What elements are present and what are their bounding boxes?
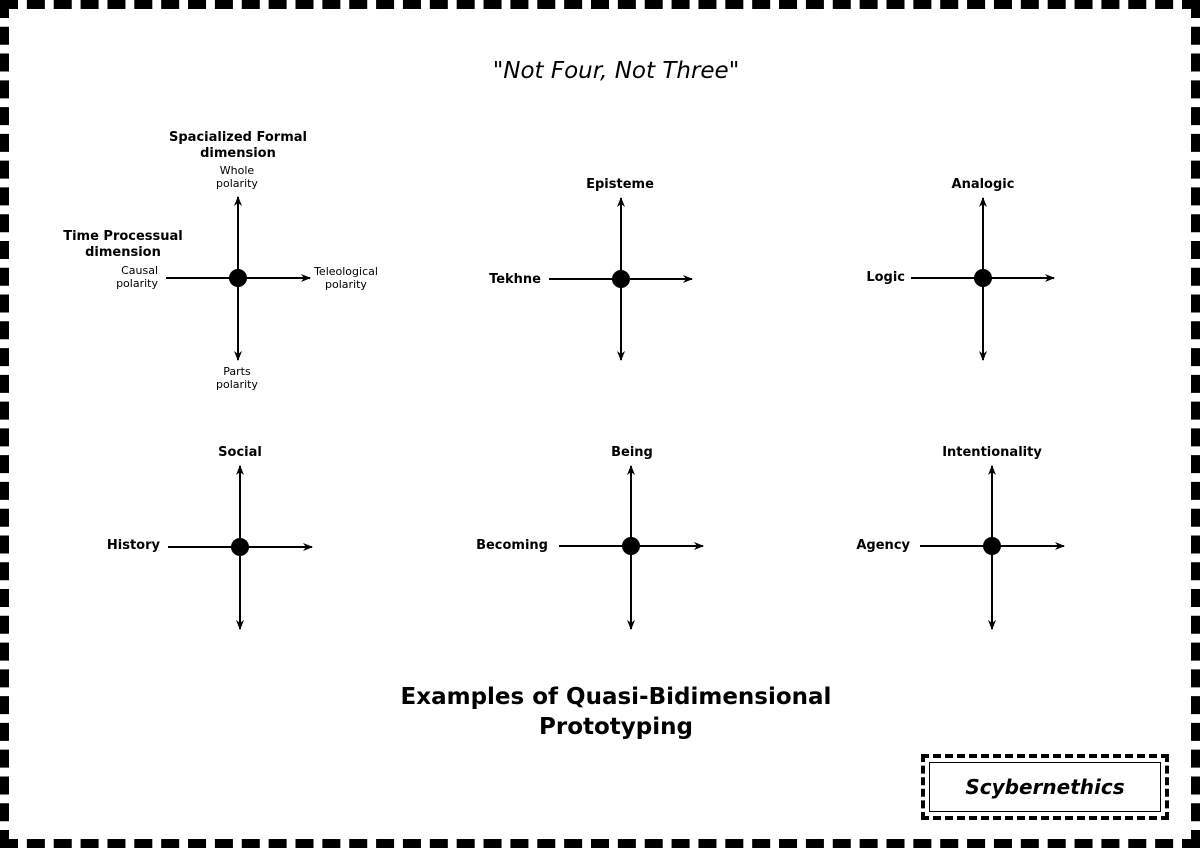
being-becoming-center-dot	[622, 537, 640, 555]
becoming-label: Becoming	[476, 538, 548, 553]
brand-box: Scybernethics	[921, 754, 1169, 820]
horizontal-dimension-label: Time Processual dimension	[63, 229, 183, 260]
right-polarity-label: Teleological polarity	[314, 265, 378, 291]
intentionality-agency-center-dot	[983, 537, 1001, 555]
subtitle: "Not Four, Not Three"	[492, 58, 740, 84]
tekhne-label: Tekhne	[489, 272, 541, 287]
episteme-tekhne-center-dot	[612, 270, 630, 288]
left-polarity-label: Causal polarity	[116, 264, 158, 290]
being-label: Being	[611, 445, 653, 460]
history-label: History	[106, 538, 160, 553]
bottom-polarity-label: Parts polarity	[216, 365, 258, 391]
analogic-label: Analogic	[951, 177, 1015, 192]
logic-label: Logic	[866, 270, 905, 285]
intentionality-label: Intentionality	[942, 445, 1042, 460]
formal-processual-center-dot	[229, 269, 247, 287]
diagram-title: Examples of Quasi-Bidimensional Prototyp…	[400, 684, 832, 740]
social-history-center-dot	[231, 538, 249, 556]
episteme-label: Episteme	[586, 177, 654, 192]
social-label: Social	[218, 445, 262, 460]
agency-label: Agency	[856, 538, 910, 553]
analogic-logic-center-dot	[974, 269, 992, 287]
vertical-dimension-label: Spacialized Formal dimension	[169, 130, 307, 161]
brand-name: Scybernethics	[965, 775, 1125, 799]
top-polarity-label: Whole polarity	[216, 164, 258, 190]
